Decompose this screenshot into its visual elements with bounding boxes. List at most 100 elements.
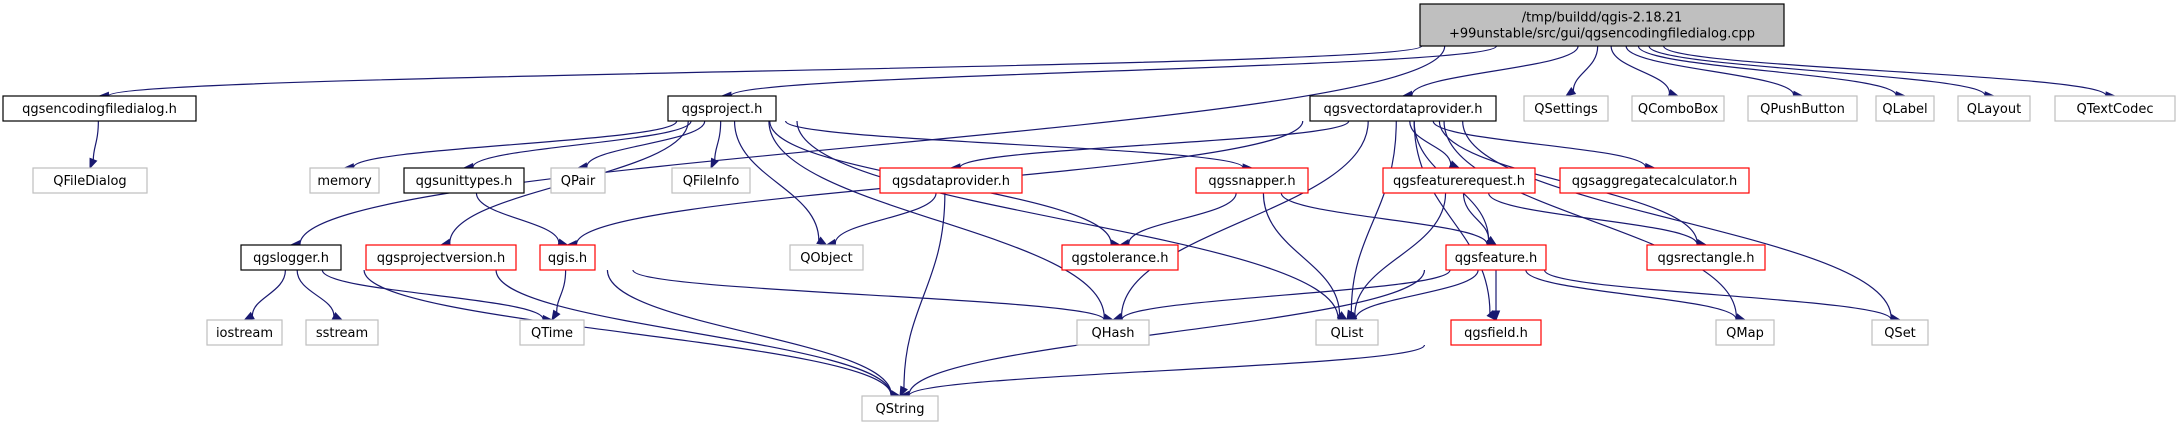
- node-label: QFileInfo: [683, 174, 740, 189]
- node-label: memory: [317, 174, 372, 189]
- node-QPair: QPair: [550, 167, 606, 194]
- edge-qgsvectordataprovider_h-to-QHash: [1111, 120, 1369, 321]
- node-qgsprojectversion-h[interactable]: qgsprojectversion.h: [365, 244, 517, 271]
- node-qgsunittypes-h[interactable]: qgsunittypes.h: [403, 167, 525, 194]
- edge-line: [586, 120, 706, 167]
- edge-line: [1625, 45, 1795, 96]
- node-qgsrectangle-h[interactable]: qgsrectangle.h: [1646, 244, 1766, 271]
- edge-qgsfield_h-to-QString: [898, 344, 1426, 400]
- edge-line: [92, 120, 99, 160]
- edge-line: [908, 269, 1426, 396]
- node-qgis-h[interactable]: qgis.h: [539, 244, 596, 271]
- node-sstream: sstream: [305, 319, 379, 346]
- edge-qgsvectordataprovider_h-to-qgsdataprovider_h: [949, 120, 1350, 172]
- edge-line: [1280, 192, 1488, 245]
- node-label: QPushButton: [1760, 102, 1845, 117]
- edge-qgsunittypes_h-to-qgis_h: [475, 192, 569, 247]
- node-box: [240, 244, 342, 271]
- node-box: [1450, 319, 1542, 346]
- node-box: [1559, 167, 1750, 194]
- node-qgssnapper-h[interactable]: qgssnapper.h: [1195, 167, 1309, 194]
- edge-qgssnapper_h-to-qgstolerance_h: [1118, 192, 1237, 248]
- node-label: iostream: [216, 326, 273, 341]
- node-qgsvectordataprovider-h[interactable]: qgsvectordataprovider.h: [1309, 95, 1497, 122]
- edge-qgsproject_h-to-memory: [343, 120, 678, 172]
- node-qgsfeature-h[interactable]: qgsfeature.h: [1445, 244, 1547, 271]
- edge-line: [834, 192, 937, 244]
- edge-qgsfeature_h-to-qgsfield_h: [1491, 269, 1501, 322]
- node-qgsdataprovider-h[interactable]: qgsdataprovider.h: [879, 167, 1023, 194]
- node-qgsaggregatecalculator-h[interactable]: qgsaggregatecalculator.h: [1559, 167, 1750, 194]
- edge-qgslogger_h-to-sstream: [296, 269, 344, 321]
- edge-line: [495, 269, 892, 395]
- node-box: [309, 167, 380, 194]
- node-box: [1957, 95, 2031, 122]
- node-label: qgsfeaturerequest.h: [1393, 174, 1525, 189]
- edge-line: [107, 45, 1423, 97]
- edge-qgsfeature_h-to-QSet: [1543, 269, 1902, 324]
- node-box: [550, 167, 606, 194]
- edge-line: [1637, 45, 1897, 96]
- node-qgsencodingfiledialog-h[interactable]: qgsencodingfiledialog.h: [2, 95, 197, 122]
- edge-qgsfeaturerequest_h-to-qgsrectangle_h: [1488, 192, 1708, 249]
- node-qgstolerance-h[interactable]: qgstolerance.h: [1061, 244, 1179, 271]
- node-box: [539, 244, 596, 271]
- edge-line: [1262, 192, 1341, 315]
- edge-root-to-QComboBox: [1610, 45, 1680, 97]
- edge-qgslogger_h-to-QTime: [321, 269, 554, 324]
- edge-line: [714, 120, 722, 160]
- edge-qgssnapper_h-to-QList: [1262, 192, 1349, 321]
- edge-line: [1525, 269, 1737, 320]
- edge-line: [556, 269, 567, 313]
- node-label: QMap: [1726, 326, 1764, 341]
- edge-line: [1413, 120, 1491, 314]
- node-QSet: QSet: [1871, 319, 1929, 346]
- node-qgslogger-h[interactable]: qgslogger.h: [240, 244, 342, 271]
- node-label: QComboBox: [1638, 102, 1719, 117]
- edge-qgsfeature_h-to-QList: [1345, 269, 1479, 323]
- node-label: qgstolerance.h: [1071, 251, 1168, 266]
- node-box: [1195, 167, 1309, 194]
- node-qgsproject-h[interactable]: qgsproject.h: [667, 95, 777, 122]
- node-box: [671, 167, 751, 194]
- node-QFileInfo: QFileInfo: [671, 167, 751, 194]
- node-label: qgsproject.h: [682, 102, 763, 117]
- arrowhead-icon: [710, 157, 719, 170]
- edge-qgis_h-to-QString: [606, 269, 902, 399]
- edge-line: [1411, 45, 1579, 96]
- node-QObject: QObject: [789, 244, 864, 271]
- edge-line: [472, 120, 692, 168]
- node-layer: /tmp/buildd/qgis-2.18.21+99unstable/src/…: [2, 3, 2176, 422]
- node-box: [1631, 95, 1725, 122]
- edge-line: [1350, 120, 1397, 313]
- edge-qgssnapper_h-to-qgsfeature_h: [1280, 192, 1498, 249]
- edge-qgsproject_h-to-QList: [796, 120, 1349, 323]
- node-box: [206, 319, 283, 346]
- edge-line: [1128, 192, 1237, 244]
- edge-line: [1610, 45, 1671, 94]
- edge-line: [785, 120, 1244, 169]
- edge-root-to-qgslogger_h: [289, 45, 1446, 249]
- edge-line: [1488, 192, 1698, 245]
- edge-root-to-qgsencodingfiledialog_h: [98, 45, 1423, 101]
- node-label: QFileDialog: [53, 174, 126, 189]
- edge-line: [1120, 120, 1369, 318]
- edge-line: [730, 45, 1497, 97]
- node-qgsfield-h[interactable]: qgsfield.h: [1450, 319, 1542, 346]
- node-root[interactable]: /tmp/buildd/qgis-2.18.21+99unstable/src/…: [1419, 3, 1785, 47]
- edge-qgslogger_h-to-QString: [363, 269, 902, 400]
- edge-line: [299, 45, 1446, 245]
- node-qgsfeaturerequest-h[interactable]: qgsfeaturerequest.h: [1382, 167, 1536, 194]
- node-box: [1871, 319, 1929, 346]
- arrowhead-icon: [1491, 310, 1501, 322]
- node-iostream: iostream: [206, 319, 283, 346]
- node-box: [305, 319, 379, 346]
- edge-line: [1409, 120, 1452, 165]
- node-box: [1076, 319, 1150, 346]
- edge-qgsdataprovider_h-to-QString: [899, 192, 946, 398]
- edge-line: [1432, 120, 1647, 168]
- edge-line: [632, 269, 1105, 321]
- edge-line: [908, 344, 1426, 397]
- edge-qgsfeature_h-to-QHash: [1111, 269, 1451, 324]
- edge-qgsvectordataprovider_h-to-qgsaggregatecalculator_h: [1432, 120, 1656, 172]
